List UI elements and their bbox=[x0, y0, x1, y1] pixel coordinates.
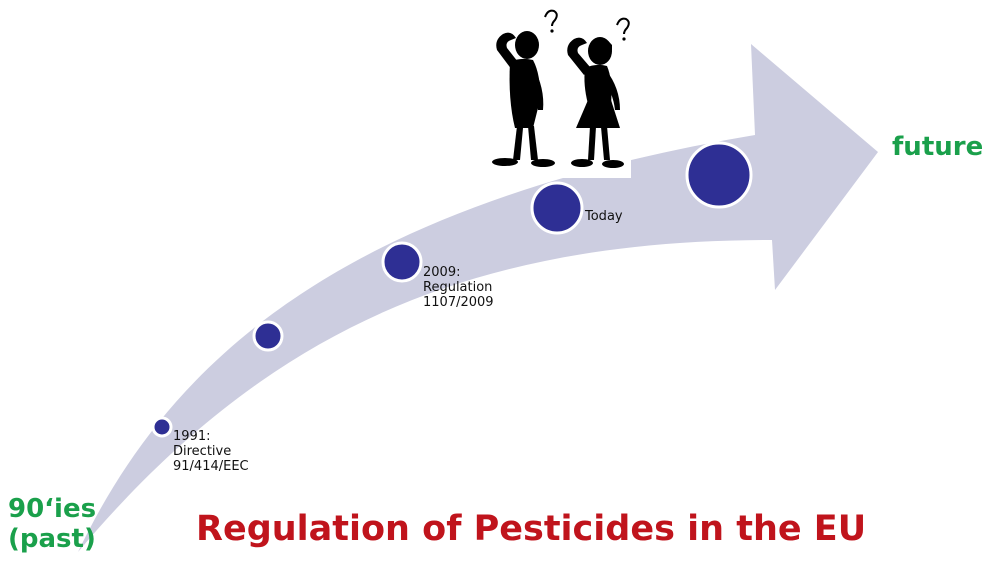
milestone-label-today: Today bbox=[585, 209, 623, 224]
start-label-line: 90‘ies bbox=[8, 494, 97, 524]
milestone-dot bbox=[252, 320, 284, 352]
page-title: Regulation of Pesticides in the EU bbox=[196, 509, 867, 549]
milestone-dot bbox=[381, 241, 423, 283]
milestone-dot bbox=[530, 181, 584, 235]
milestone-label-line: Directive bbox=[173, 444, 232, 459]
milestone-label-line: 91/414/EEC bbox=[173, 459, 249, 474]
start-label: 90‘ies (past) bbox=[8, 494, 96, 554]
milestone-label-2009: 2009: Regulation 1107/2009 bbox=[423, 265, 494, 310]
milestone-label-line: 1107/2009 bbox=[423, 295, 494, 310]
confused-woman-icon bbox=[567, 17, 630, 168]
start-label-line: (past) bbox=[8, 524, 96, 554]
milestone-label-1991: 1991: Directive 91/414/EEC bbox=[173, 429, 249, 474]
milestone-dot bbox=[151, 416, 173, 438]
progress-arrow bbox=[78, 44, 878, 552]
milestone-label-line: 2009: bbox=[423, 265, 461, 280]
milestone-label-line: 1991: bbox=[173, 429, 211, 444]
milestone-label-line: Regulation bbox=[423, 280, 493, 295]
confused-man-icon bbox=[492, 9, 558, 167]
milestone-label-line: Today bbox=[585, 209, 623, 224]
end-label: future bbox=[892, 132, 984, 162]
milestone-dot bbox=[685, 141, 753, 209]
